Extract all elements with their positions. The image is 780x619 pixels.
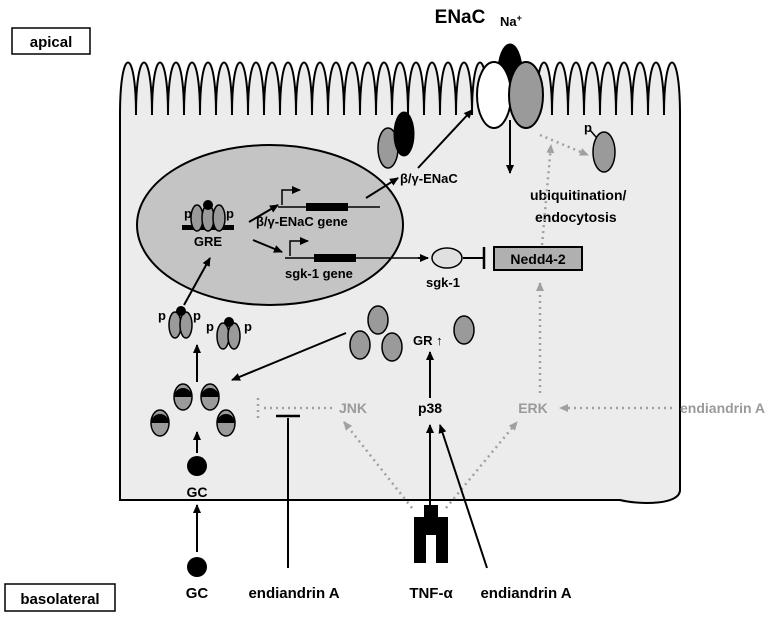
- tnf-receptor-detail: [440, 531, 445, 536]
- degraded-phospho-label: p: [584, 120, 592, 135]
- nedd42-label: Nedd4-2: [510, 251, 565, 267]
- endiandrin-to-p38-arrow: [438, 424, 488, 569]
- tnf-to-erk-arrow: [445, 421, 518, 509]
- nuclear-phospho-left: p: [184, 206, 192, 221]
- phospho-label-3: p: [206, 319, 214, 334]
- basolateral-label: basolateral: [20, 591, 99, 608]
- nuclear-phospho-right: p: [226, 206, 234, 221]
- sgk1-label: sgk-1: [426, 275, 460, 290]
- degraded-subunit: [592, 131, 616, 173]
- nedd42-box: [493, 246, 583, 271]
- gr-pool-4: [453, 315, 475, 345]
- gamma-subunit: [393, 111, 415, 157]
- gc-ligand-nuclear: [203, 200, 213, 210]
- gr-pool-3: [381, 332, 403, 362]
- phospho-gr-dimer-1: [168, 306, 193, 339]
- tnf-alpha-label: TNF-α: [409, 585, 453, 602]
- basolateral-label-box: [4, 583, 116, 612]
- gr-pool-1: [367, 305, 389, 335]
- endocytosis-label: endocytosis: [535, 209, 617, 225]
- beta-gamma-enac-label: β/γ-ENaC: [400, 171, 458, 186]
- sgk-gene-exon: [314, 254, 356, 262]
- gr-gc-complex-2: [200, 383, 220, 411]
- degradation-arrow: [539, 133, 589, 157]
- gr-gc-complex-4: [216, 409, 236, 437]
- enac-subunit-grey: [508, 61, 544, 129]
- endiandrin-right-label: endiandrin A: [480, 585, 571, 602]
- phospho-to-nucleus-arrow: [183, 257, 211, 306]
- gc-inside-dot: [187, 456, 207, 476]
- enac-gene-exon: [306, 203, 348, 211]
- sgk-gene-label: sgk-1 gene: [285, 266, 353, 281]
- jnk-label: JNK: [339, 400, 367, 416]
- gc-outside-dot: [187, 557, 207, 577]
- apical-label: apical: [30, 34, 73, 51]
- endiandrin-erk-label: endiandrin A: [680, 400, 765, 416]
- gre-to-sgk-arrow: [252, 239, 283, 253]
- gr-to-cytoplasm-arrow: [231, 332, 347, 381]
- phospho-label-1: p: [158, 308, 166, 323]
- p38-label: p38: [418, 400, 442, 416]
- enac-title: ENaC: [435, 7, 486, 28]
- erk-label: ERK: [518, 400, 548, 416]
- apical-label-box: [11, 27, 91, 55]
- enac-subunit-white: [476, 61, 512, 129]
- gc-outside-label: GC: [186, 585, 209, 602]
- phospho-gr-dimer-2: [216, 317, 241, 350]
- gr-gc-complex-3: [150, 409, 170, 437]
- sgk1-protein: [431, 247, 463, 269]
- enac-gene-label: β/γ-ENaC gene: [256, 214, 348, 229]
- enac-insertion-arrow: [417, 109, 473, 169]
- degraded-phospho-bond: [589, 129, 597, 138]
- gr-gc-complex-1: [173, 383, 193, 411]
- phospho-label-4: p: [244, 319, 252, 334]
- sodium-ion-label: Na+: [500, 13, 522, 29]
- gre-label: GRE: [194, 234, 223, 249]
- ubiquitination-label: ubiquitination/: [530, 187, 627, 203]
- phospho-label-2: p: [193, 308, 201, 323]
- gre-to-enac-arrow: [248, 204, 279, 223]
- endiandrin-left-label: endiandrin A: [248, 585, 339, 602]
- tnf-receptor: [414, 505, 448, 563]
- gr-up-label: GR ↑: [413, 333, 443, 348]
- tnf-to-jnk-arrow: [343, 421, 413, 509]
- sgk-promoter-arrow: [289, 237, 309, 256]
- gr-dimer-right: [212, 204, 226, 232]
- enac-gene-to-protein-arrow: [365, 177, 399, 199]
- gc-inside-label: GC: [187, 484, 208, 500]
- gr-pool-2: [349, 330, 371, 360]
- enac-promoter-arrow: [281, 186, 301, 205]
- gr-dimer-left: [190, 204, 204, 232]
